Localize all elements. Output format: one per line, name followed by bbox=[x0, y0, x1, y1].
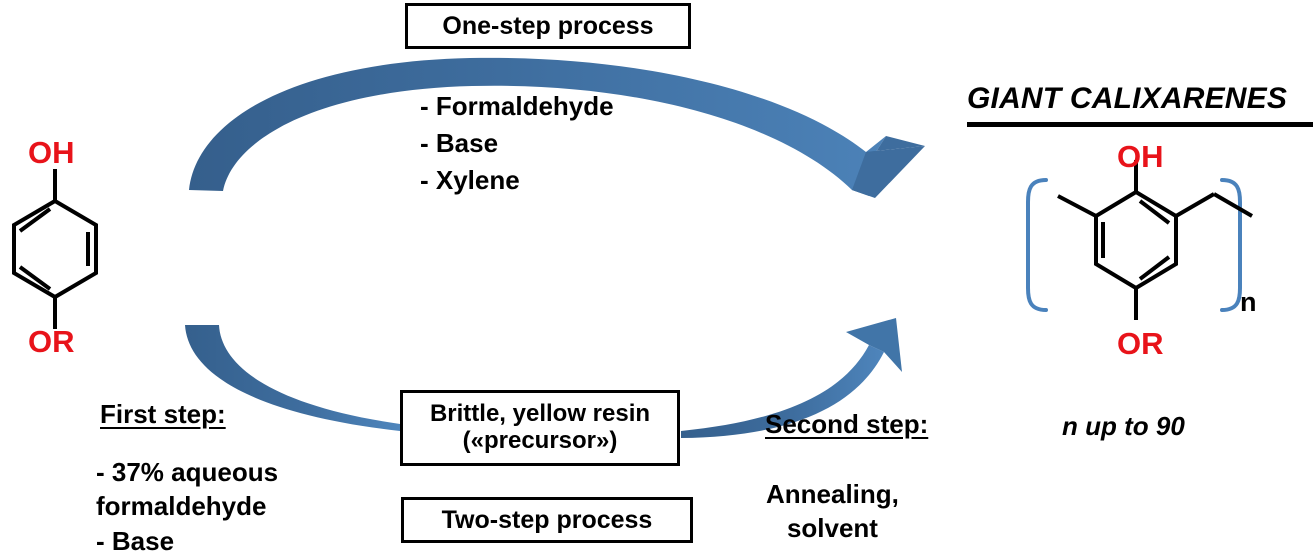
first-step-reagent-list: - 37% aqueous formaldehyde - Base bbox=[96, 457, 279, 551]
reactant-or-label: OR bbox=[28, 324, 75, 359]
second-step-heading: Second step: bbox=[765, 409, 929, 439]
precursor-line-1: Brittle, yellow resin bbox=[429, 400, 651, 428]
product-title-underline bbox=[967, 122, 1313, 127]
product-title: GIANT CALIXARENES bbox=[967, 82, 1288, 115]
one-step-process-label: One-step process bbox=[442, 12, 654, 40]
product-oh-label: OH bbox=[1117, 139, 1164, 174]
reactant-oh-label: OH bbox=[28, 135, 75, 170]
one-step-arrow bbox=[189, 57, 925, 198]
two-step-arrow-second bbox=[681, 318, 902, 438]
second-step-conditions: Annealing, solvent bbox=[766, 479, 899, 544]
repeat-unit-subscript: n bbox=[1240, 287, 1257, 317]
reactant-structure bbox=[12, 169, 98, 329]
one-step-process-box: One-step process bbox=[405, 3, 691, 49]
two-step-process-label: Two-step process bbox=[441, 506, 653, 534]
product-structure bbox=[1026, 160, 1254, 320]
precursor-box: Brittle, yellow resin («precursor») bbox=[400, 390, 680, 466]
repeat-unit-note: n up to 90 bbox=[1062, 411, 1185, 441]
bracket-right-icon bbox=[1220, 178, 1242, 312]
precursor-line-2: («precursor») bbox=[462, 427, 618, 454]
two-step-process-box: Two-step process bbox=[401, 497, 693, 543]
first-step-heading: First step: bbox=[100, 399, 226, 429]
one-step-reagent-list: - Formaldehyde - Base - Xylene bbox=[420, 91, 614, 195]
two-step-arrow-first bbox=[185, 325, 400, 431]
bracket-left-icon bbox=[1026, 178, 1048, 312]
product-or-label: OR bbox=[1117, 326, 1164, 361]
